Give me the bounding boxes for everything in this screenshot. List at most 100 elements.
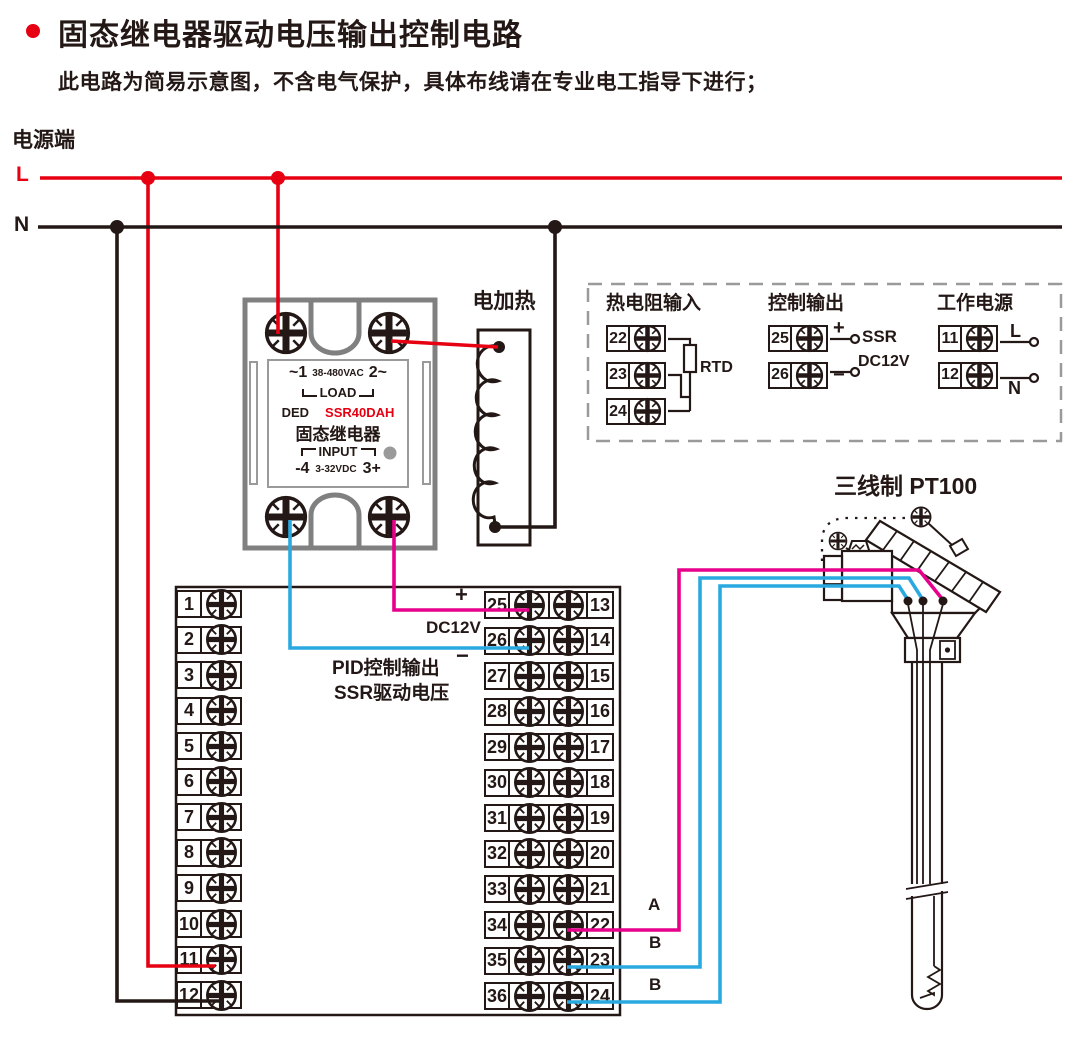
terminal-row: 10 [176,910,242,938]
screw-icon [633,397,662,426]
ssr-screw-1 [267,314,306,353]
terminal-number: 36 [486,984,510,1008]
terminal-screw [510,949,550,973]
ssr-screw-2 [370,314,409,353]
terminal-screw [202,628,240,652]
terminal-row: 24 [606,398,666,425]
screw-icon [205,872,238,905]
terminal-row: 30 18 [484,769,614,797]
terminal-screw [550,842,586,866]
terminal-number: 17 [586,735,612,760]
sensor-terminal-dots [903,596,948,606]
terminal-number: 25 [770,327,792,350]
terminal-number: 9 [178,876,202,901]
screw-icon [205,943,238,976]
terminal-screw [202,734,240,758]
rtd-b1-wire [567,576,925,969]
screw-icon [205,694,238,727]
rtd-sensor-label: RTD [700,359,733,376]
terminal-number: 20 [586,841,612,866]
live-junctions [141,171,285,185]
screw-icon [205,979,238,1012]
terminal-number: 18 [586,770,612,795]
terminal-number: 11 [940,327,962,350]
terminal-number: 29 [486,735,510,760]
ssr-screw-3 [370,498,409,537]
screw-icon [513,944,546,977]
terminal-screw [510,842,550,866]
terminal-screw [510,664,550,688]
terminal-number: 12 [940,363,962,387]
screw-icon [552,802,585,835]
screw-icon [513,695,546,728]
terminal-screw [550,949,586,973]
terminal-number: 15 [586,664,612,689]
ssr-faceplate: ~1 38-480VAC 2~ LOAD DED SSR40DAH 固态继电器 … [268,360,408,487]
screw-icon [513,873,546,906]
sensor-cap [864,519,1002,614]
terminal-number: 19 [586,806,612,831]
ssr-brand: DED [281,405,310,420]
screw-icon [513,980,546,1013]
title-bullet-icon [26,24,40,38]
screw-icon [552,660,585,693]
rtd-wiring [668,337,698,413]
cap-screw-icon [909,505,933,529]
sensor-funnel [889,611,978,640]
terminal-screw [510,984,550,1008]
terminal-screw [550,771,586,795]
terminal-screw [792,364,826,387]
screw-icon [965,361,994,390]
terminal-screw [630,327,664,350]
screw-icon [205,659,238,692]
screw-icon [513,731,546,764]
terminal-row: 5 [176,732,242,760]
terminal-number: 34 [486,913,510,937]
rtd-a-wire [567,568,945,932]
wire-a-label: A [648,895,661,914]
terminal-number: 24 [586,984,612,1008]
terminal-number: 2 [178,627,202,652]
screw-icon [205,730,238,763]
terminal-row: 11 [176,946,242,974]
terminal-number: 22 [586,913,612,937]
screw-icon [552,766,585,799]
terminal-screw [630,400,664,423]
terminal-number: 30 [486,770,510,795]
terminal-number: 11 [178,947,202,972]
neutral-junctions [110,220,562,234]
sensor-neck [903,636,962,664]
pt100-sensor [820,505,1002,1011]
terminal-row: 3 [176,661,242,689]
ctrl-minus-label: − [833,364,845,386]
ctrl-plus-label: + [833,317,845,339]
terminal-number: 14 [586,628,612,653]
terminal-number: 7 [178,805,202,830]
terminal-screw [510,913,550,937]
screw-icon [513,589,546,622]
terminal-number: 26 [770,363,792,387]
screw-icon [205,588,238,621]
ctrl-ssr-label: SSR [862,327,897,346]
terminal-screw [550,735,586,759]
gland-body [840,549,894,603]
terminal-screw [202,592,240,616]
live-line-label: L [16,163,29,186]
page-subtitle: 此电路为简易示意图，不含电气保护，具体布线请在专业电工指导下进行； [58,71,768,94]
neutral-line-label: N [14,213,30,236]
terminal-row: 7 [176,803,242,831]
terminal-number: 4 [178,698,202,723]
terminal-screw [202,663,240,687]
terminal-number: 33 [486,877,510,902]
terminal-screw [550,664,586,688]
page-title: 固态继电器驱动电压输出控制电路 [58,19,523,52]
probe-tube [905,662,949,1011]
screw-icon [205,908,238,941]
heater-element [471,328,532,547]
terminal-screw [202,876,240,900]
screw-icon [552,980,585,1013]
